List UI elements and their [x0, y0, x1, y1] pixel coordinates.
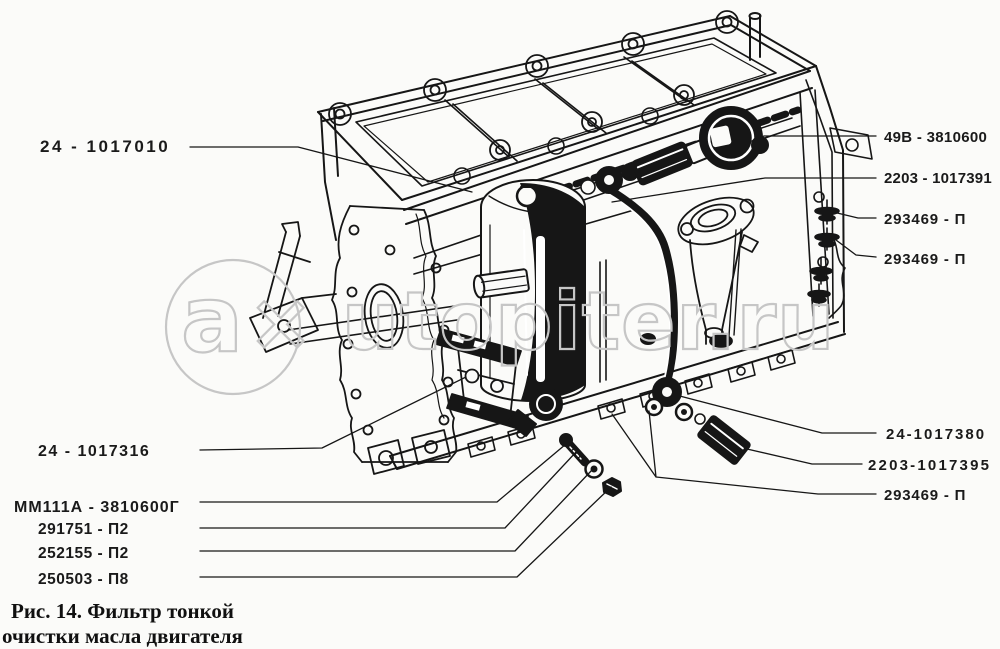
part-label: 24-1017380 — [886, 426, 987, 443]
part-label: 2203-1017395 — [868, 457, 992, 474]
watermark-circle — [164, 258, 302, 396]
small-fasteners — [507, 387, 622, 497]
oil-filler-funnel — [677, 196, 759, 348]
callout-lines — [189, 135, 877, 578]
part-label: 24 - 1017010 — [40, 137, 171, 156]
watermark-text: utopiter.ru — [342, 275, 835, 368]
part-label: 293469 - П — [884, 251, 967, 268]
part-label: 250503 - П8 — [38, 571, 129, 588]
watermark-logo-letter: a — [181, 266, 243, 373]
part-label: 252155 - П2 — [38, 545, 129, 562]
part-label: 49В - 3810600 — [884, 129, 988, 146]
figure-caption: Рис. 14. Фильтр тонкой очистки масла дви… — [2, 599, 243, 649]
part-label: 24 - 1017316 — [38, 443, 151, 460]
part-label: 2203 - 1017391 — [884, 170, 992, 187]
part-label: 293469 - П — [884, 487, 967, 504]
washer-stud-symbols — [807, 199, 840, 307]
part-label: 293469 - П — [884, 211, 967, 228]
caption-line-2: очистки масла двигателя — [2, 624, 243, 648]
caption-line-1: Рис. 14. Фильтр тонкой — [11, 599, 235, 623]
hex-plug-fitting — [694, 413, 751, 465]
oil-pressure-sensor — [580, 106, 769, 195]
watermark-logo-mark: × — [248, 278, 313, 368]
watermark: a × utopiter.ru — [164, 258, 835, 396]
front-end-plate — [331, 205, 458, 475]
part-label: ММ111А - 3810600Г — [14, 499, 180, 516]
oil-filter — [472, 179, 586, 402]
oil-pipe — [595, 166, 694, 422]
engine-block-deck — [317, 10, 817, 225]
part-label: 291751 - П2 — [38, 521, 129, 538]
